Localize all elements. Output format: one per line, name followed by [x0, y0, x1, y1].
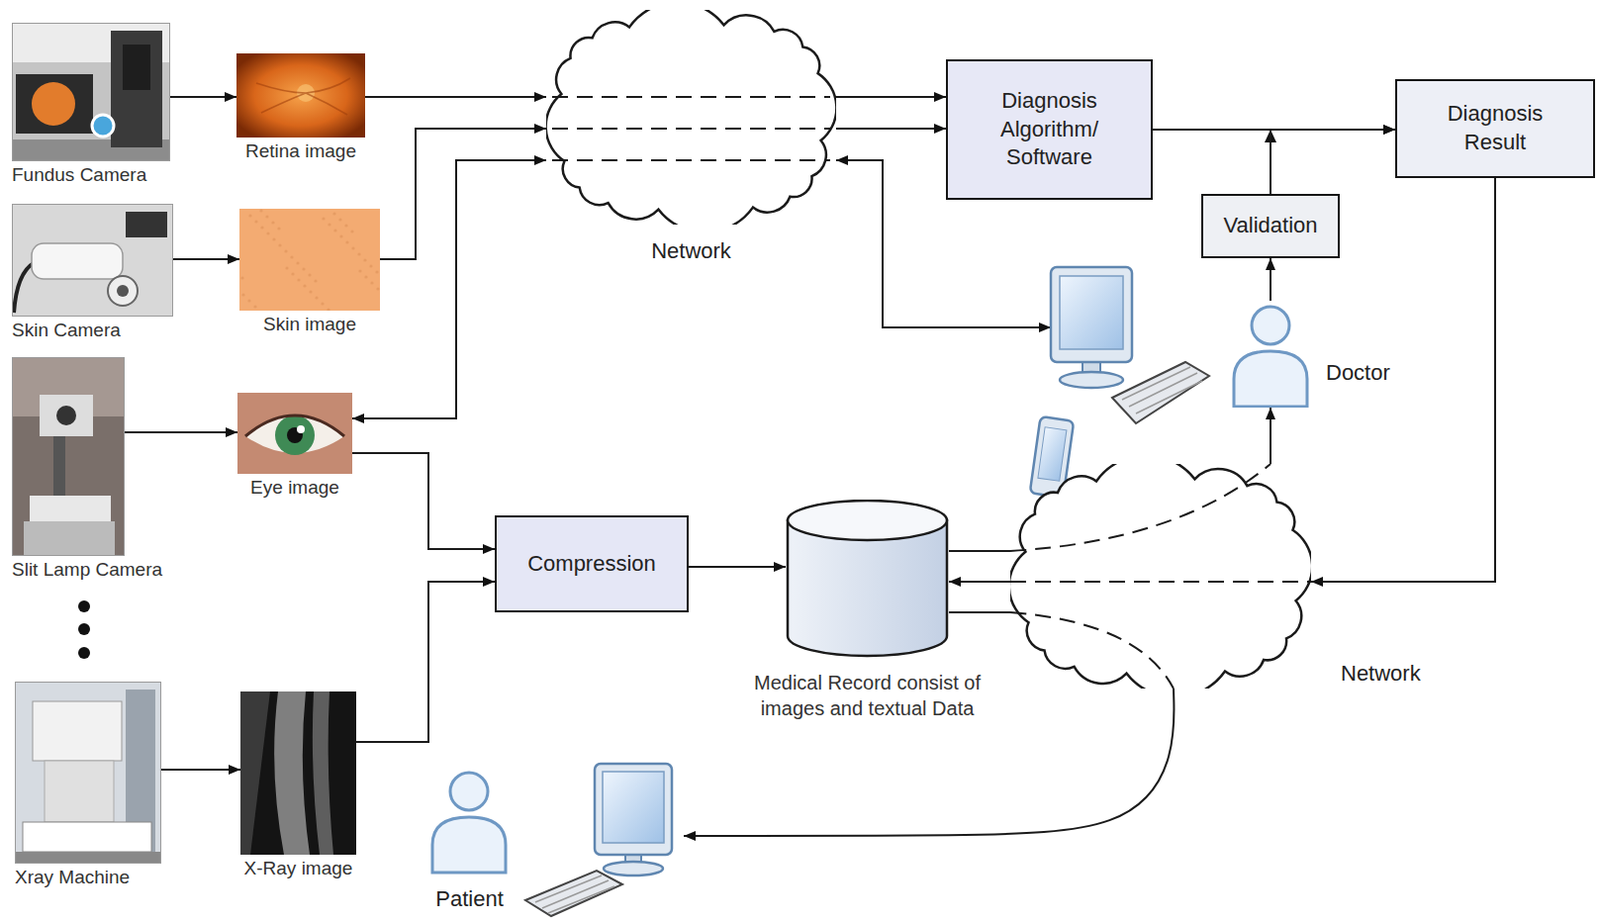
- box-label: Diagnosis Algorithm/ Software: [975, 87, 1125, 173]
- image-thumbnail: Eye image: [237, 392, 353, 499]
- caption: Slit Lamp Camera: [11, 559, 163, 581]
- connector-arrow: [948, 580, 1011, 583]
- box-label: Diagnosis Result: [1420, 99, 1570, 157]
- image-thumbnail: Retina image: [236, 53, 366, 163]
- person-label: Patient: [428, 886, 511, 913]
- connector-arrow: [352, 453, 495, 550]
- connector-arrow: [1269, 258, 1272, 301]
- xray-image: [240, 691, 357, 855]
- box-label: Validation: [1223, 211, 1318, 241]
- connector-arrow: [1269, 407, 1272, 465]
- caption: Retina image: [245, 140, 357, 163]
- caption: X-Ray image: [244, 857, 354, 880]
- caption: Xray Machine: [14, 866, 130, 889]
- connector-arrow: [1270, 129, 1396, 194]
- person-icon: Doctor: [1228, 300, 1391, 408]
- connector-arrow: [356, 581, 495, 743]
- process-box: Validation: [1201, 193, 1340, 259]
- connector-arrow: [379, 128, 547, 260]
- ellipsis-dots: [78, 600, 91, 659]
- person-icon: Patient: [428, 759, 684, 919]
- connector-arrow: [173, 258, 240, 261]
- skin-image: [239, 208, 380, 311]
- box-label: Compression: [527, 550, 657, 579]
- cloud-outline: [546, 9, 837, 225]
- person-label: Doctor: [1325, 360, 1391, 386]
- cloud-outline: [1010, 464, 1312, 689]
- process-box: Diagnosis Algorithm/ Software: [945, 59, 1153, 200]
- network-label: Network: [651, 238, 732, 265]
- database-cylinder: [785, 499, 949, 659]
- database-cylinder: Medical Record consist of images and tex…: [711, 499, 1024, 722]
- connector-arrow: [836, 95, 946, 98]
- computer-monitor: [1050, 267, 1132, 388]
- image-thumbnail: X-Ray image: [240, 691, 357, 880]
- connector-arrow: [161, 768, 241, 771]
- connector-arrow: [365, 95, 547, 98]
- caption: Skin Camera: [11, 319, 121, 342]
- network-label: Network: [1340, 660, 1421, 687]
- device-photo: Xray Machine: [14, 681, 162, 889]
- process-box: Compression: [494, 515, 689, 613]
- machine-photo: [14, 681, 162, 864]
- connector-arrow: [352, 160, 547, 419]
- device-photo: Fundus Camera: [11, 22, 171, 187]
- camera-photo: [11, 22, 171, 162]
- connector-arrow: [170, 95, 237, 98]
- device-photo: Slit Lamp Camera: [11, 357, 163, 581]
- retina-image: [236, 53, 366, 138]
- connector-arrow: [948, 550, 1011, 553]
- connector-arrow: [836, 127, 946, 130]
- database-label: Medical Record consist of images and tex…: [734, 669, 1002, 722]
- keyboard: [1112, 362, 1210, 424]
- person-icon: [1228, 300, 1313, 408]
- caption: Eye image: [250, 476, 340, 499]
- connector-arrow: [688, 565, 786, 568]
- camera-photo: [11, 203, 174, 317]
- network-cloud: Network: [546, 9, 837, 265]
- result-box: Diagnosis Result: [1395, 79, 1596, 179]
- image-thumbnail: Skin image: [239, 208, 380, 336]
- camera-photo: [11, 357, 125, 557]
- caption: Fundus Camera: [11, 164, 147, 187]
- connector-arrow: [948, 611, 1011, 614]
- eye-image: [237, 392, 353, 474]
- device-photo: Skin Camera: [11, 203, 174, 342]
- network-cloud: Network: [1010, 464, 1421, 689]
- caption: Skin image: [263, 313, 357, 336]
- connector-arrow: [124, 431, 238, 434]
